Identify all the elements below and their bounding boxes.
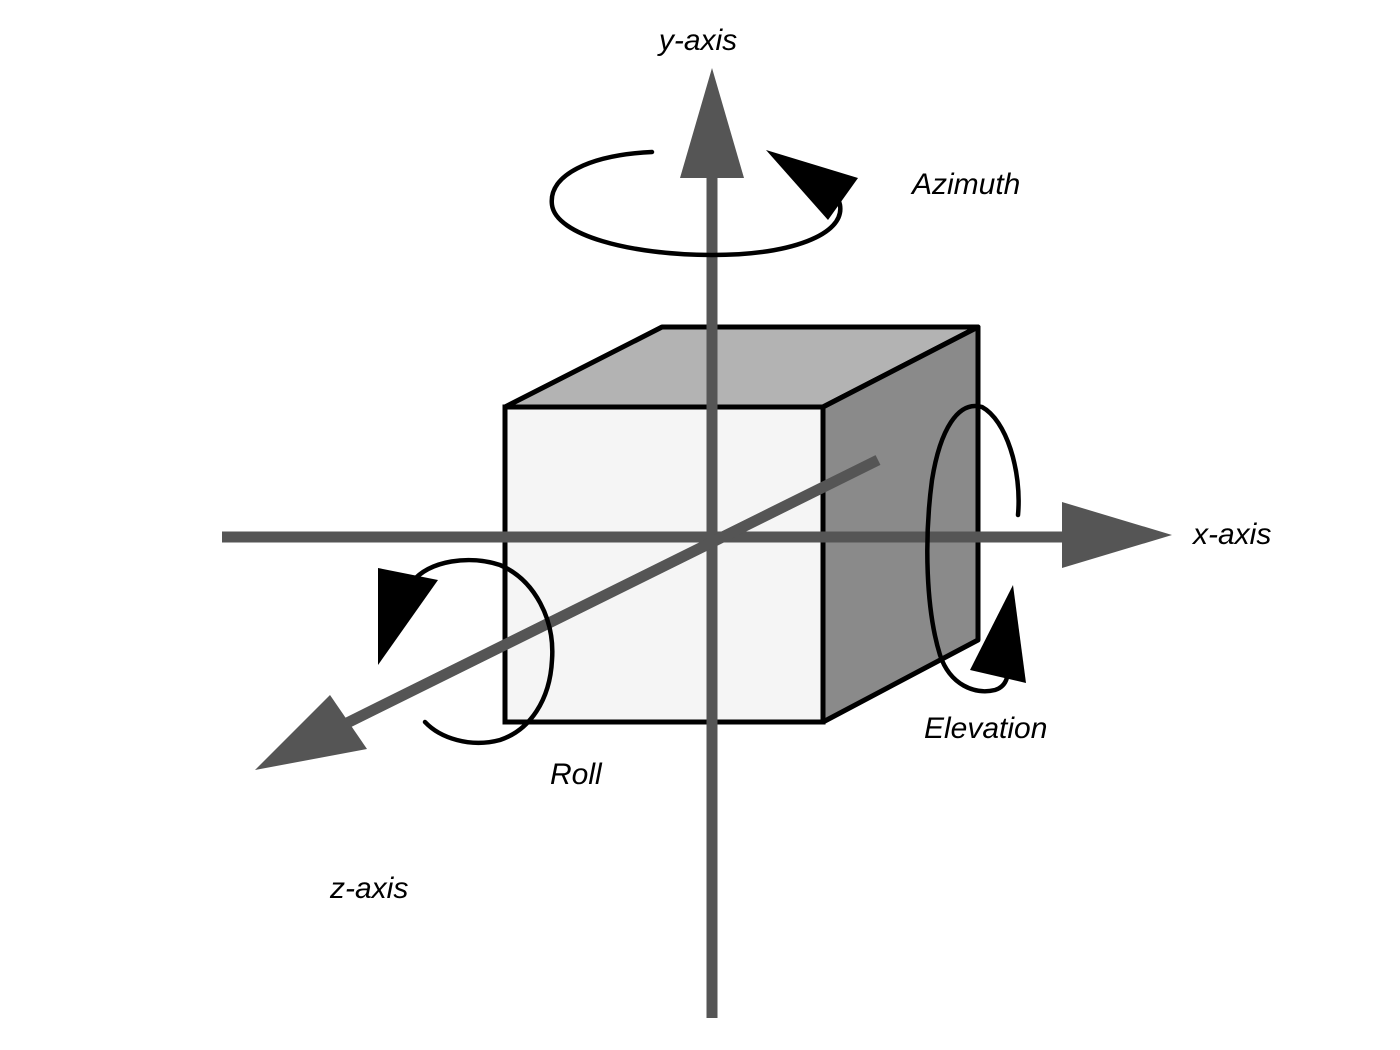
azimuth-rotation-arrow <box>549 149 858 258</box>
labels: y-axis x-axis z-axis Azimuth Elevation R… <box>329 24 1271 905</box>
elevation-arrowhead-icon <box>970 585 1026 683</box>
azimuth-arc <box>549 149 843 258</box>
y-axis-label: y-axis <box>657 24 737 57</box>
roll-loop <box>409 557 555 745</box>
z-axis-line <box>342 455 881 729</box>
elevation-label: Elevation <box>924 712 1047 745</box>
azimuth-label: Azimuth <box>910 168 1020 201</box>
roll-rotation-arrow <box>378 557 555 745</box>
z-axis-label: z-axis <box>329 872 408 905</box>
azimuth-arrowhead-icon <box>766 150 858 220</box>
z-axis-arrowhead <box>255 695 367 770</box>
x-axis-label: x-axis <box>1191 518 1271 551</box>
roll-label: Roll <box>550 758 603 791</box>
y-axis-arrowhead <box>680 68 744 178</box>
cube <box>502 324 981 725</box>
x-axis-arrowhead <box>1062 502 1172 568</box>
elevation-loop <box>925 403 1021 694</box>
roll-arrowhead-icon <box>378 568 438 665</box>
elevation-rotation-arrow <box>925 403 1026 694</box>
